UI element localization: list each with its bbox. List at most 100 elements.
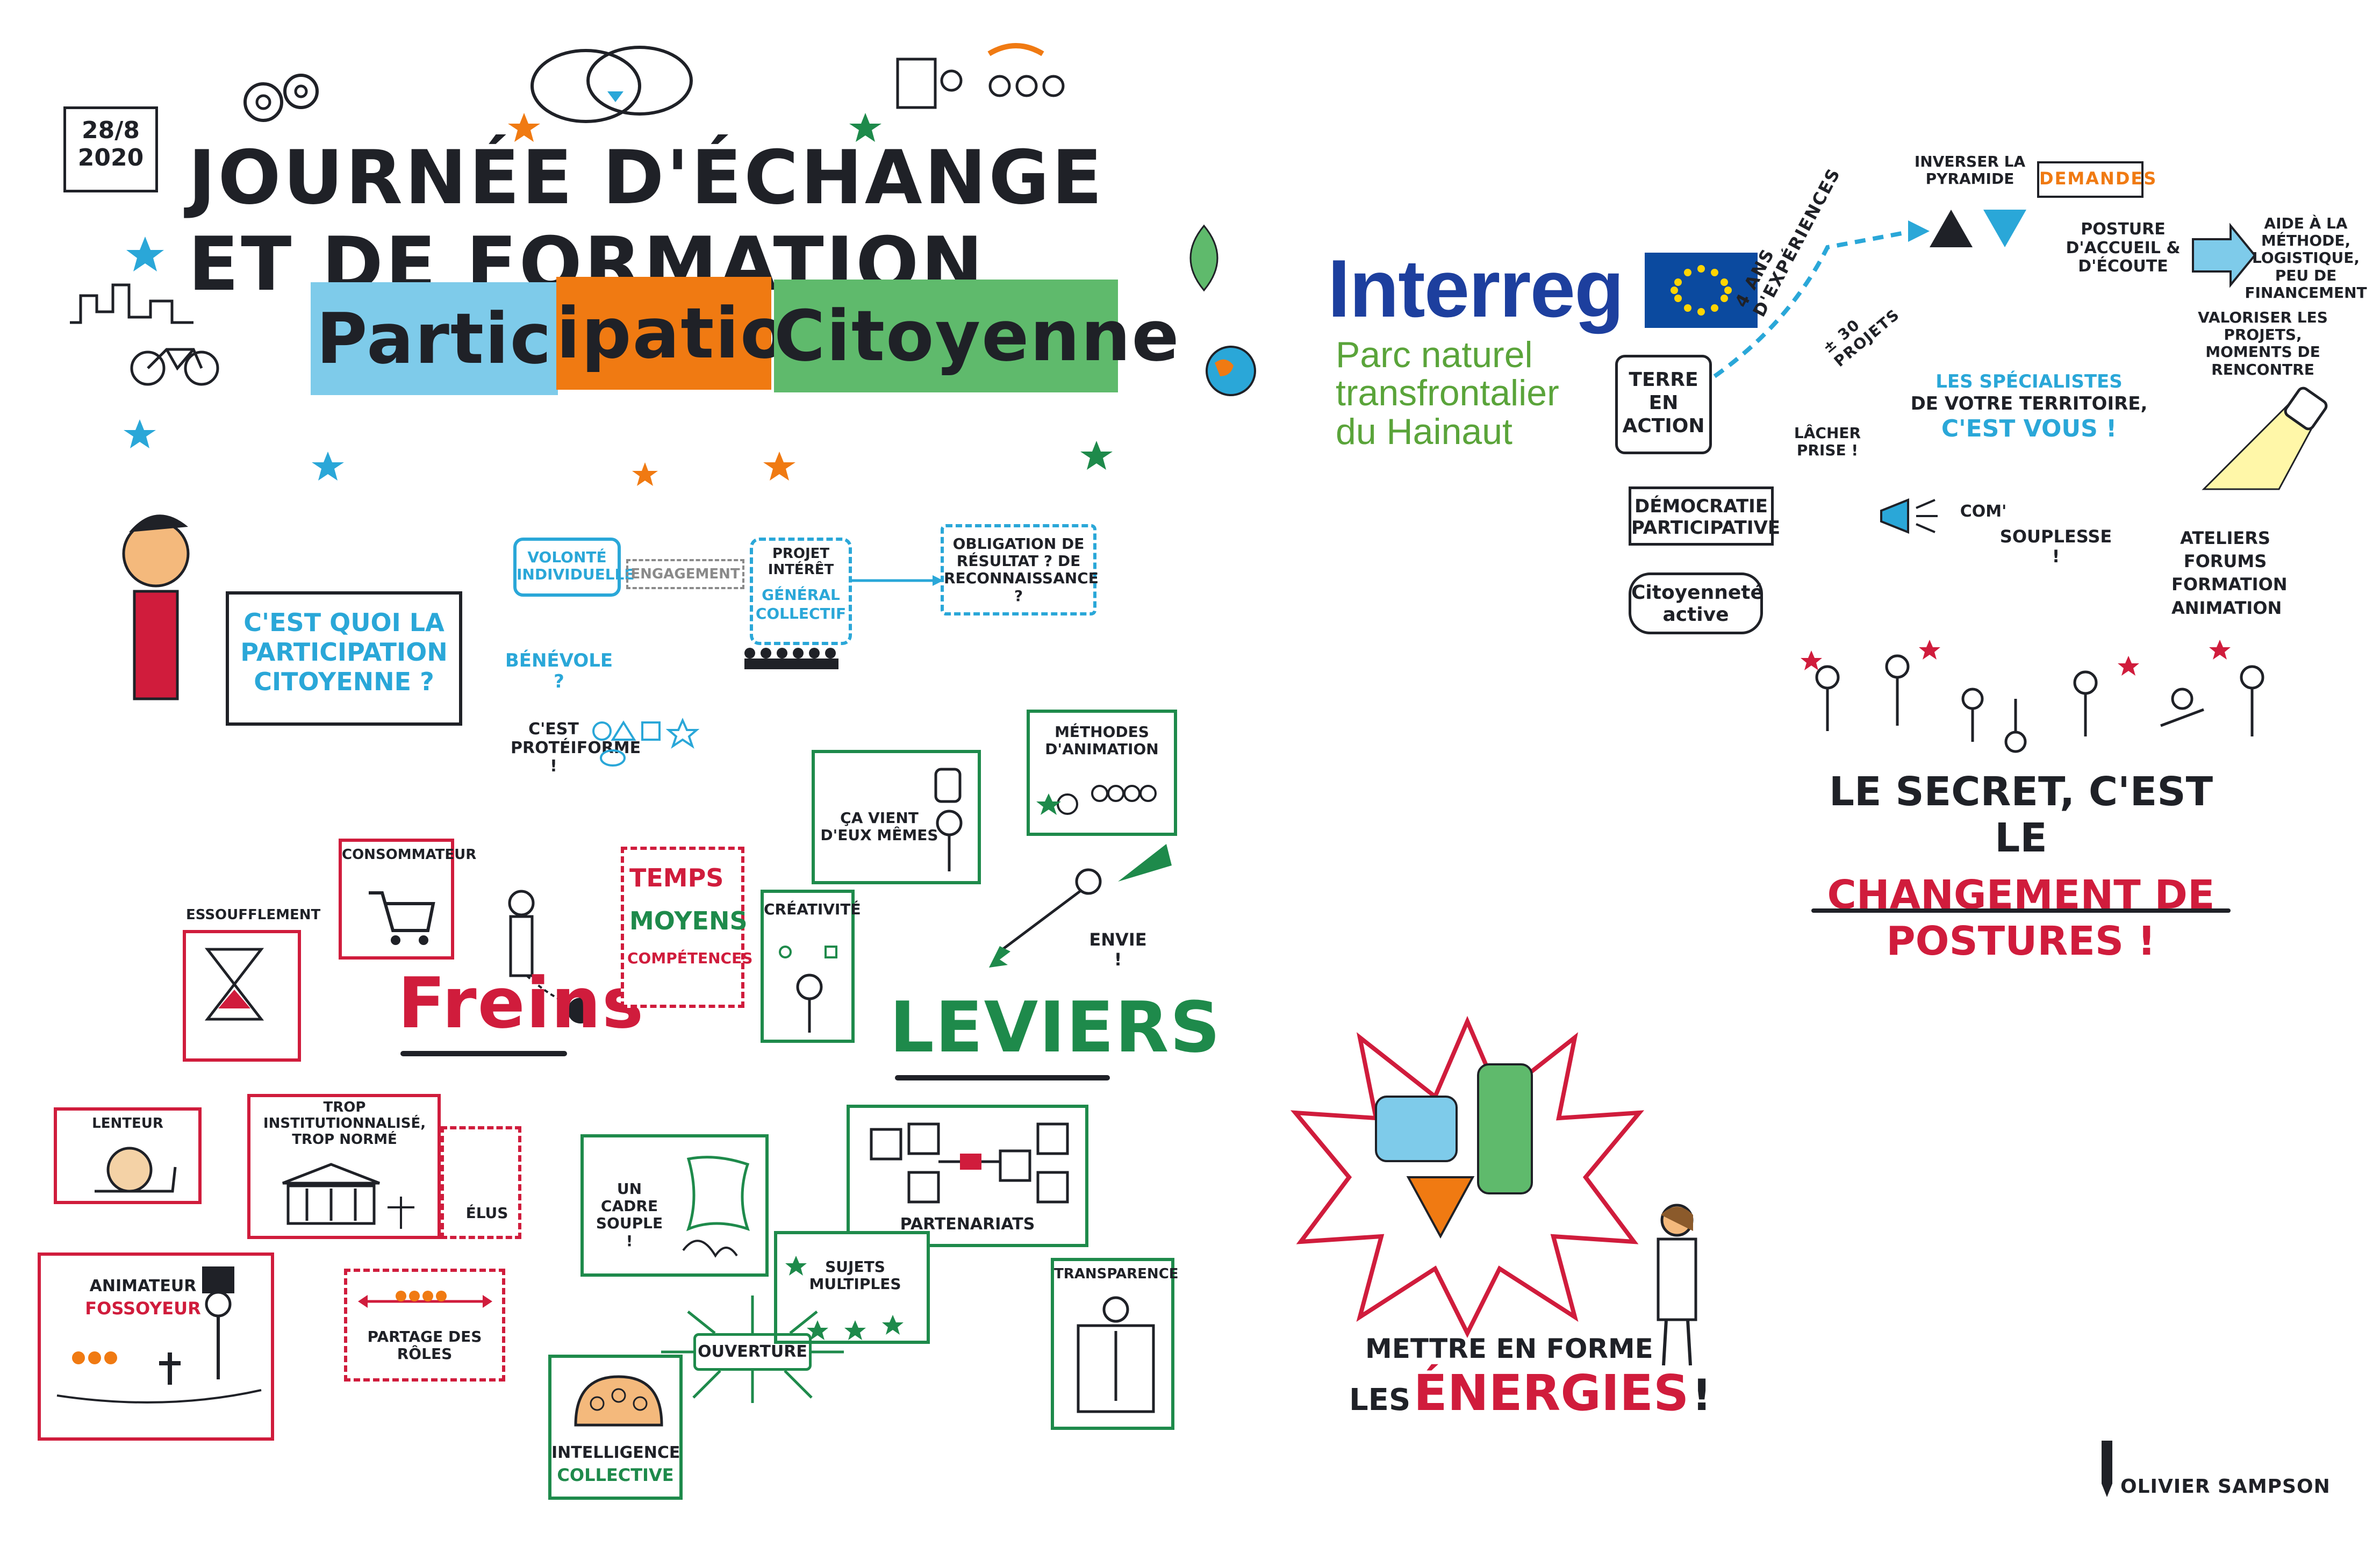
gears-icon xyxy=(243,74,319,122)
date-day: 28/8 xyxy=(82,117,140,144)
volonte-box: Volonté individuelle xyxy=(513,538,635,597)
animation-group-icon xyxy=(1036,785,1157,815)
terre-line: Terre xyxy=(1629,369,1698,391)
ateliers-list: Ateliers forums formation animation xyxy=(2171,527,2288,620)
partenariats-label: Partenariats xyxy=(900,1215,1035,1234)
partenariats-card: Partenariats xyxy=(847,1105,1088,1247)
date-year: 2020 xyxy=(77,144,144,171)
city-skyline-icon xyxy=(70,283,193,324)
specialistes-line3: c'est vous ! xyxy=(1941,414,2117,442)
inverser-label: Inverser la pyramide xyxy=(1914,153,2026,188)
institution-label: Trop institutionnalisé, trop normé xyxy=(263,1099,426,1148)
moyens-label: Moyens xyxy=(629,906,748,935)
general-label: général xyxy=(762,586,840,604)
shapes-icon xyxy=(592,718,700,767)
gravedigger-illustration xyxy=(56,1266,262,1404)
interreg-sub-3: du Hainaut xyxy=(1336,411,1512,452)
valoriser-label: Valoriser les projets, moments de rencon… xyxy=(2198,309,2328,378)
lacher-prise-label: Lâcher prise ! xyxy=(1794,424,1861,460)
energies-les: les xyxy=(1349,1383,1411,1418)
interreg-sub-2: transfrontalier xyxy=(1336,373,1559,414)
big-arrow-icon xyxy=(2192,223,2256,288)
intelligence-label-2: collective xyxy=(557,1465,674,1485)
secret-heading: Le secret, c'est le changement de postur… xyxy=(1806,769,2236,964)
essoufflement-card: Essoufflement xyxy=(183,907,320,1062)
ca-vient-label: Ça vient d'eux mêmes xyxy=(820,809,938,844)
jumping-figures-illustration xyxy=(1801,640,2264,753)
methodes-card: Méthodes d'animation xyxy=(1027,710,1177,836)
energies-line1: Mettre en forme xyxy=(1365,1333,1653,1364)
energies-word: énergies xyxy=(1413,1364,1689,1422)
juggler-icon xyxy=(779,946,837,1033)
pyramid-icon xyxy=(1930,210,2026,247)
institution-building-icon xyxy=(282,1163,414,1229)
souplesse-label: Souplesse ! xyxy=(1999,526,2112,567)
benevole-label: Bénévole ? xyxy=(505,650,613,693)
animation-item: animation xyxy=(2171,597,2282,618)
hourglass-icon xyxy=(204,948,264,1021)
transparence-label: Transparence xyxy=(1054,1266,1179,1282)
thinking-woman-illustration xyxy=(122,514,190,700)
citoyennete-label: Citoyenneté active xyxy=(1631,582,1764,626)
engagement-arrow: Engagement xyxy=(626,559,744,589)
energies-text: Mettre en forme les énergies ! xyxy=(1349,1333,1711,1422)
woman-holding-burst-illustration xyxy=(1657,1204,1697,1366)
lenteur-card: Lenteur xyxy=(54,1107,202,1204)
bicycle-icon xyxy=(130,348,219,386)
globe-icon xyxy=(1206,346,1256,396)
ouverture-box: Ouverture xyxy=(693,1333,812,1371)
democratie-box: Démocratie participative xyxy=(1629,486,1780,546)
ouverture-arrows xyxy=(661,1296,844,1403)
leviers-underline xyxy=(895,1075,1110,1080)
brain-turtle-icon xyxy=(574,1375,663,1427)
sujets-label: Sujets multiples xyxy=(809,1258,901,1293)
demandes-badge: Demandes xyxy=(2037,161,2156,198)
spotlight-icon xyxy=(2202,386,2328,490)
projet-box: Projet intérêt général collectif xyxy=(750,538,852,645)
animateur-label-1: Animateur xyxy=(89,1277,197,1296)
animateur-label-2: fossoyeur xyxy=(85,1298,201,1319)
institution-card: Trop institutionnalisé, trop normé xyxy=(247,1094,441,1239)
crowd-icon xyxy=(744,648,838,669)
animateur-card: Animateur fossoyeur xyxy=(38,1252,274,1441)
snail-icon xyxy=(95,1147,177,1193)
freins-heading: Freins xyxy=(398,962,645,1044)
cadre-label: Un cadre souple ! xyxy=(596,1180,663,1250)
temps-label: Temps xyxy=(629,863,724,892)
democratie-label: Démocratie participative xyxy=(1631,496,1781,539)
elus-card: Élus xyxy=(441,1126,521,1239)
secret-line1: Le secret, c'est le xyxy=(1829,769,2213,861)
flexible-frame-icon xyxy=(682,1156,750,1258)
com-label: Com' xyxy=(1960,502,2007,521)
proteiforme-label: C'est protéiforme ! xyxy=(511,720,641,776)
posture-label: Posture d'accueil & d'écoute xyxy=(2066,220,2181,276)
leviers-heading: Leviers xyxy=(890,986,1222,1068)
shopping-cart-icon xyxy=(369,891,435,945)
cadre-card: Un cadre souple ! xyxy=(580,1134,769,1277)
temps-moyens-card: Temps Moyens Compétences xyxy=(621,847,752,1008)
chained-man-illustration xyxy=(508,890,593,1023)
pencil-icon xyxy=(2102,1441,2112,1497)
green-stars-icon xyxy=(785,1256,904,1340)
lightbulb-person-icon xyxy=(934,768,963,871)
lenteur-label: Lenteur xyxy=(92,1115,163,1132)
energies-exclaim: ! xyxy=(1691,1370,1712,1420)
ouverture-label: Ouverture xyxy=(698,1342,807,1361)
date-box: 28/8 2020 xyxy=(63,106,158,192)
flow-arrow-1 xyxy=(852,575,943,586)
envie-label: Envie ! xyxy=(1089,929,1147,970)
aide-label: Aide à la méthode, logistique, peu de fi… xyxy=(2245,214,2367,302)
competences-label: Compétences xyxy=(627,949,753,967)
banner-part-3: Citoyenne xyxy=(774,280,1179,392)
creativite-card: Créativité xyxy=(761,890,861,1043)
consommateur-label: Consommateur xyxy=(342,847,477,863)
group-arrows-icon xyxy=(358,1291,492,1308)
question-text: C'est quoi la participation citoyenne ? xyxy=(240,608,448,697)
speech-bubbles-icon xyxy=(531,46,693,123)
question-box: C'est quoi la participation citoyenne ? xyxy=(226,591,462,726)
en-line: en xyxy=(1648,392,1679,414)
intelligence-label-1: Intelligence xyxy=(551,1443,680,1462)
interreg-sub-1: Parc naturel xyxy=(1336,334,1533,375)
leaf-icon xyxy=(1189,224,1218,292)
